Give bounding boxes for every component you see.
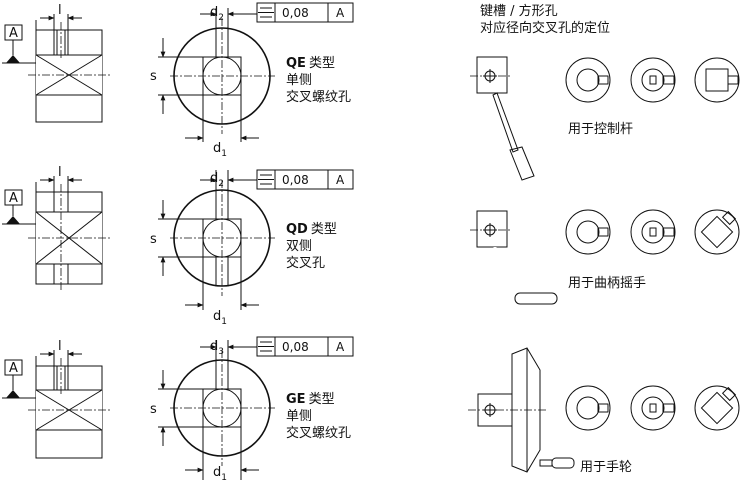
dim-s-label: s (150, 69, 157, 84)
dim-d-bottom-label: d1 (213, 141, 227, 159)
dim-d-top-label: d2 (210, 171, 224, 189)
dim-l-label: l (58, 339, 62, 354)
header-line-1: 键槽 / 方形孔 (480, 3, 558, 19)
datum-a-marker (2, 359, 36, 399)
application-label: 用于曲柄摇手 (568, 276, 646, 291)
tolerance-value: 0,08 (282, 340, 309, 354)
cross-section-view (158, 340, 275, 480)
datum-a-marker (2, 189, 36, 225)
key-view-2 (630, 209, 676, 255)
key-view-1 (565, 385, 611, 431)
dim-l-label: l (58, 3, 62, 18)
handwheel-illustration (468, 347, 575, 473)
type-desc-2: 交叉螺纹孔 (286, 89, 351, 105)
symmetry-icon (258, 341, 274, 352)
tolerance-value: 0,08 (282, 6, 309, 20)
key-view-1 (565, 209, 611, 255)
control-lever-illustration (470, 56, 535, 181)
dim-l-label: l (58, 165, 62, 180)
key-view-2 (630, 385, 676, 431)
dim-d-top-label: d3 (210, 339, 224, 357)
tolerance-frame (244, 336, 354, 357)
dim-d-bottom-label: d1 (213, 465, 227, 483)
cross-section-view (158, 8, 275, 142)
side-section-view (28, 14, 110, 123)
datum-a-letter: A (9, 361, 18, 376)
dim-s-label: s (150, 232, 157, 247)
key-view-1 (565, 57, 611, 103)
tolerance-frame (244, 169, 354, 190)
tolerance-value: 0,08 (282, 173, 309, 187)
symmetry-icon (258, 7, 274, 18)
dim-d-bottom-label: d1 (213, 309, 227, 327)
type-desc-2: 交叉孔 (286, 255, 325, 271)
type-desc-2: 交叉螺纹孔 (286, 425, 351, 441)
application-label: 用于手轮 (580, 460, 632, 475)
datum-a-letter: A (9, 191, 18, 206)
datum-a-letter: A (9, 26, 18, 41)
key-view-3 (694, 57, 740, 103)
row-qd: l A s (2, 165, 740, 327)
key-view-2 (630, 57, 676, 103)
side-section-view (28, 350, 110, 459)
type-desc-1: 单侧 (286, 409, 312, 424)
key-view-3 (694, 385, 740, 431)
row-ge: l A s d3 (2, 336, 740, 483)
type-desc-1: 双侧 (286, 239, 312, 254)
type-desc-1: 单侧 (286, 73, 312, 88)
tolerance-frame (244, 2, 354, 23)
tolerance-datum: A (336, 340, 345, 354)
key-view-3 (694, 209, 740, 255)
symmetry-icon (258, 174, 274, 185)
dim-d-top-label: d2 (210, 5, 224, 23)
side-section-view (28, 176, 110, 292)
application-label: 用于控制杆 (568, 122, 633, 137)
crank-handle-illustration (470, 210, 558, 305)
tolerance-datum: A (336, 6, 345, 20)
dim-s-label: s (150, 402, 157, 417)
cross-section-view (158, 170, 275, 310)
row-qe: l A (2, 2, 740, 181)
tolerance-datum: A (336, 173, 345, 187)
datum-a-marker (2, 24, 36, 64)
header-line-2: 对应径向交叉孔的定位 (480, 20, 610, 36)
